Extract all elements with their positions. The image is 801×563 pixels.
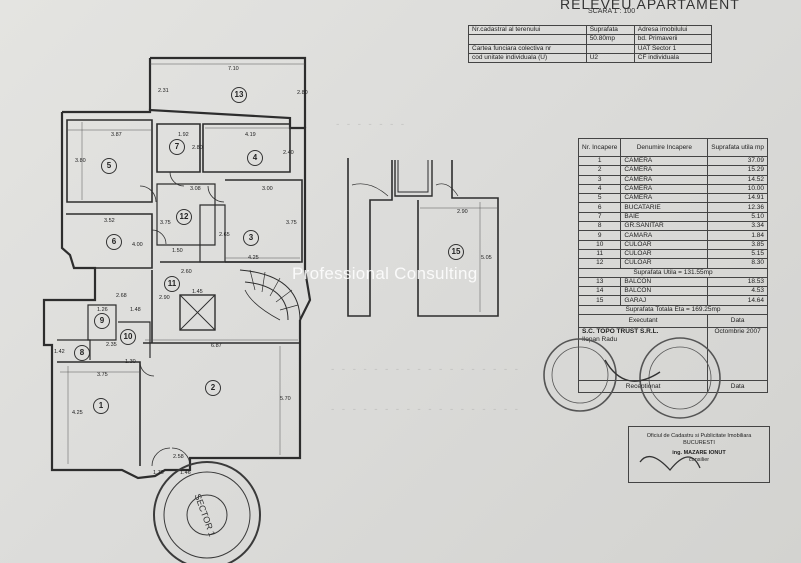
dimension-label: 1.45 xyxy=(192,289,203,295)
dimension-label: 3.75 xyxy=(160,220,171,226)
dimension-label: 2.90 xyxy=(159,295,170,301)
office-line-3: ing. MAZARE IONUT xyxy=(672,450,726,456)
dimension-label: 2.68 xyxy=(116,293,127,299)
dimension-label: 2.80 xyxy=(192,145,203,151)
room-number-label: 3 xyxy=(243,230,259,246)
room-number-label: 9 xyxy=(94,313,110,329)
dimension-label: 2.35 xyxy=(106,342,117,348)
dimension-label: 1.42 xyxy=(54,349,65,355)
dimension-label: 2.31 xyxy=(158,88,169,94)
document-scale: SCARA 1 : 100 xyxy=(588,8,636,15)
dimension-label: 1.50 xyxy=(172,248,183,254)
room-number-label: 8 xyxy=(74,345,90,361)
bleed-text: - - - - - - - xyxy=(335,120,406,130)
dimension-label: 5.05 xyxy=(481,255,492,261)
room-number-label: 15 xyxy=(448,244,464,260)
dimension-label: 1.48 xyxy=(130,307,141,313)
dimension-label: 2.40 xyxy=(283,150,294,156)
office-line-1: Oficiul de Cadastru si Publicitate Imobi… xyxy=(646,433,752,439)
bleed-text: - - - - - - - - - - - - - - - - - - xyxy=(330,405,520,415)
receptionat-label: Receptionat xyxy=(577,380,709,394)
dimension-label: 4.00 xyxy=(132,242,143,248)
table-row: Suprafata Totala Eta = 169.25mp xyxy=(578,304,768,316)
room-number-label: 10 xyxy=(120,329,136,345)
dimension-label: 2.80 xyxy=(297,90,308,96)
document-title: RELEVEU APARTAMENT xyxy=(560,0,740,12)
dimension-label: 2.65 xyxy=(219,232,230,238)
room-number-label: 2 xyxy=(205,380,221,396)
dimension-label: 3.87 xyxy=(111,132,122,138)
room-number-label: 11 xyxy=(164,276,180,292)
room-number-label: 1 xyxy=(93,398,109,414)
dimension-label: 4.19 xyxy=(245,132,256,138)
dimension-label: 3.75 xyxy=(286,220,297,226)
room-number-label: 13 xyxy=(231,87,247,103)
executant-person: Ilopan Radu xyxy=(582,336,618,344)
room-number-label: 6 xyxy=(106,234,122,250)
watermark-text: Professional Consulting xyxy=(292,264,478,283)
receptionat-date-label: Data xyxy=(707,380,768,394)
executant-date: Octombrie 2007 xyxy=(707,327,768,382)
dimension-label: 4.25 xyxy=(72,410,83,416)
room-number-label: 7 xyxy=(169,139,185,155)
dimension-label: 3.00 xyxy=(262,186,273,192)
executant-company: S.C. TOPO TRUST S.R.L. xyxy=(582,328,659,336)
dimension-label: 1.92 xyxy=(178,132,189,138)
office-line-4: consilier xyxy=(688,457,710,463)
dimension-label: 3.75 xyxy=(97,372,108,378)
dimension-label: 4.25 xyxy=(248,255,259,261)
summary-cell: Suprafata Totala Eta = 169.25mp xyxy=(578,304,768,316)
dimension-label: 1.26 xyxy=(97,307,108,313)
cadastral-cell: CF individuala xyxy=(633,52,713,64)
office-signature-box: Oficiul de Cadastru si Publicitate Imobi… xyxy=(628,426,770,483)
bleed-text: - - - - - - - - - - - - - - - - - - xyxy=(330,365,520,375)
dimension-label: 1.30 xyxy=(125,359,136,365)
dimension-label: 5.70 xyxy=(280,396,291,402)
dimension-label: 2.58 xyxy=(173,454,184,460)
dimension-label: 3.08 xyxy=(190,186,201,192)
office-line-2: BUCURESTI xyxy=(683,440,715,446)
dimension-label: 1.76 xyxy=(153,470,164,476)
stamp-seal xyxy=(153,337,721,563)
stamp-text: SECTOR 1 xyxy=(193,492,218,538)
dimension-label: 6.87 xyxy=(211,343,222,349)
dimension-label: 2.90 xyxy=(457,209,468,215)
room-number-label: 5 xyxy=(101,158,117,174)
room-number-label: 4 xyxy=(247,150,263,166)
dimension-label: 7.10 xyxy=(228,66,239,72)
dimension-label: 1.46 xyxy=(180,470,191,476)
dimension-label: 2.60 xyxy=(181,269,192,275)
dimension-label: 3.80 xyxy=(75,158,86,164)
room-number-label: 12 xyxy=(176,209,192,225)
dimension-label: 3.52 xyxy=(104,218,115,224)
